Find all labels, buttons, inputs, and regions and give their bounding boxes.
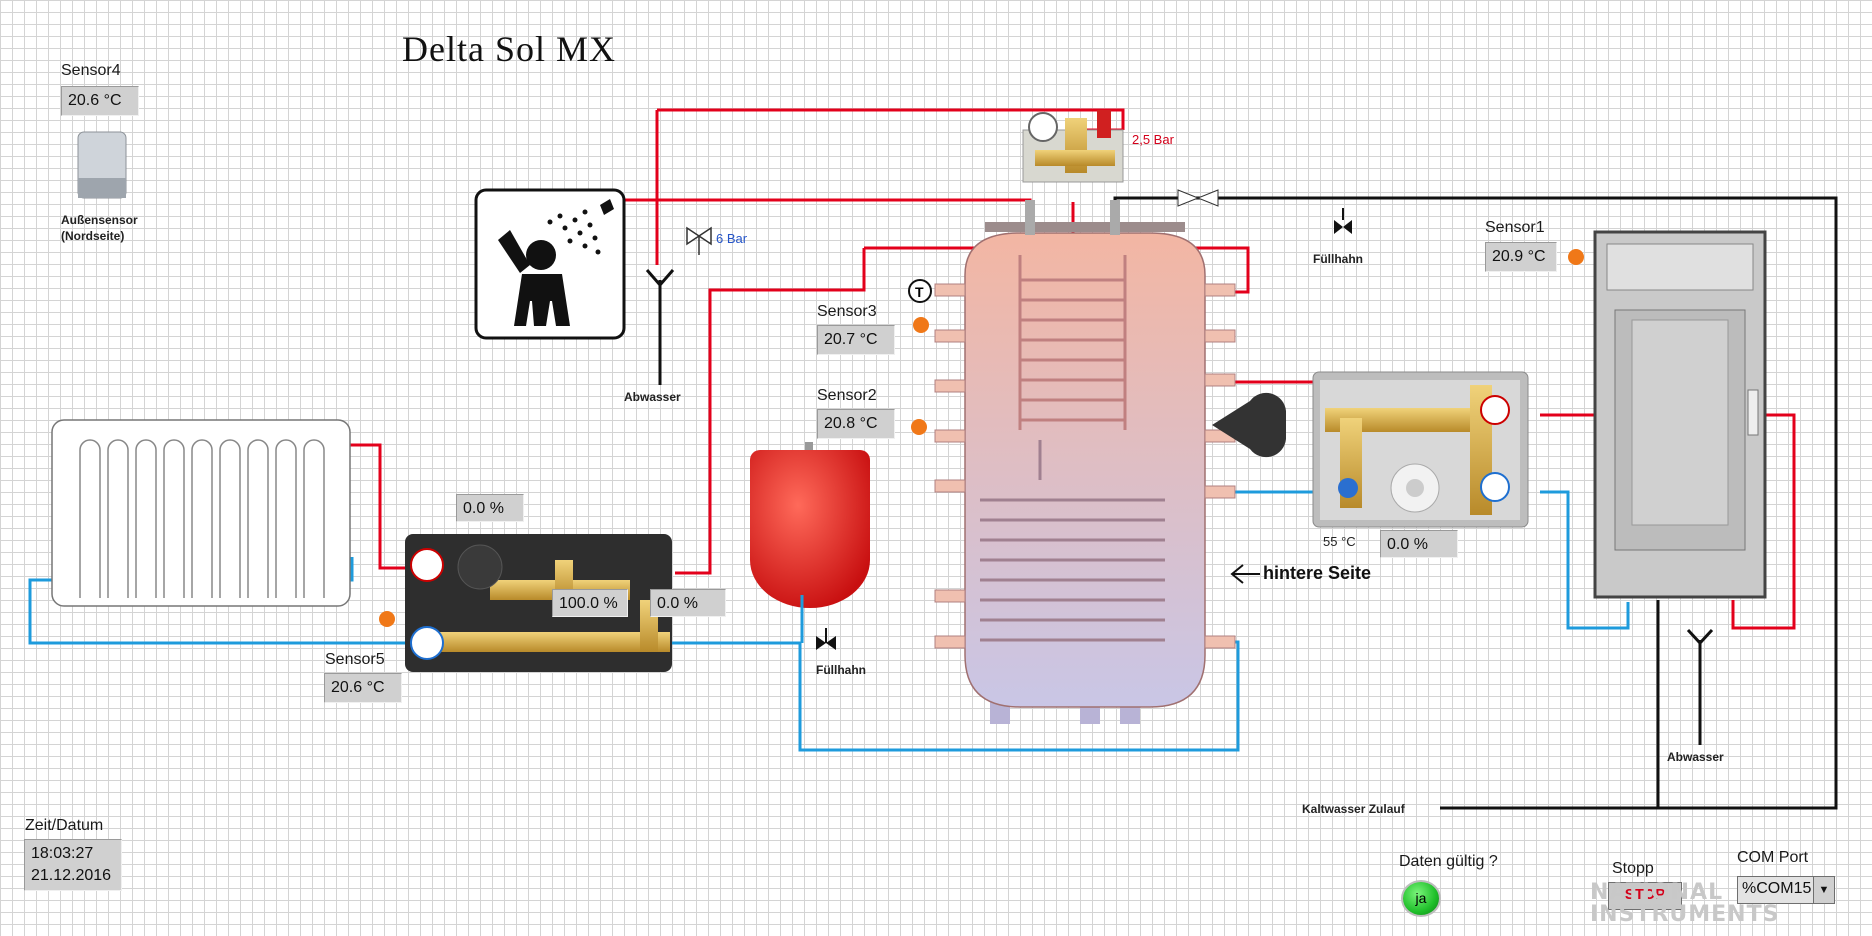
- com-port-value: %COM15: [1742, 880, 1812, 897]
- sensor1-label: Sensor1: [1485, 219, 1545, 236]
- fill-tap-top-label: Füllhahn: [1313, 252, 1363, 266]
- heating-pump-station-icon: [405, 534, 672, 672]
- solar-temp-label: 55 °C: [1323, 534, 1356, 549]
- thermometer-icon: T: [908, 279, 932, 303]
- app-title: Delta Sol MX: [402, 29, 616, 69]
- rear-side-label: hintere Seite: [1263, 563, 1372, 583]
- fill-tap-bottom-icon: [816, 628, 836, 650]
- dhw-vessel-icon: [1212, 392, 1286, 458]
- safety-valve-icon: [686, 226, 712, 255]
- sensor2-value: 20.8 °C: [817, 409, 895, 439]
- solar-pump-value: 0.0 %: [1380, 530, 1458, 558]
- drain-left-label: Abwasser: [624, 390, 681, 404]
- safety-group-icon: [1022, 110, 1124, 183]
- solar-pump-station-icon: [1312, 371, 1529, 528]
- national-instruments-logo: NATIONAL INSTRUMENTS: [1590, 880, 1780, 927]
- pressure-top-label: 2,5 Bar: [1132, 132, 1174, 147]
- sensor2-label: Sensor2: [817, 387, 877, 404]
- time-value: 18:03:27: [31, 845, 94, 862]
- sensor3-value: 20.7 °C: [817, 325, 895, 355]
- heating-pump-top-value: 0.0 %: [456, 494, 524, 522]
- date-value: 21.12.2016: [31, 867, 112, 884]
- expansion-vessel-icon: [750, 442, 870, 643]
- drain-funnel-right-icon: [1686, 628, 1714, 646]
- heating-pump-right-value: 0.0 %: [650, 589, 726, 617]
- com-port-select[interactable]: %COM15 ▼: [1737, 876, 1835, 904]
- sensor1-value: 20.9 °C: [1485, 242, 1557, 272]
- fill-tap-top-icon: [1334, 208, 1352, 234]
- datetime-label: Zeit/Datum: [25, 817, 104, 834]
- stop-label: Stopp: [1612, 860, 1654, 877]
- radiator-icon: [51, 419, 351, 607]
- chevron-down-icon[interactable]: ▼: [1813, 877, 1834, 903]
- sensor4-label: Sensor4: [61, 62, 121, 79]
- check-valve-icon: [1177, 189, 1219, 207]
- sensor5-label: Sensor5: [325, 651, 385, 668]
- cold-water-inlet-label: Kaltwasser Zulauf: [1302, 802, 1405, 816]
- drain-funnel-left-icon: [645, 269, 675, 288]
- arrow-left-icon: [1230, 564, 1260, 584]
- pressure-safety-label: 6 Bar: [716, 231, 748, 246]
- boiler-icon: [1593, 230, 1767, 599]
- drain-right-label: Abwasser: [1667, 750, 1724, 764]
- heating-mixer-value: 100.0 %: [552, 589, 628, 617]
- data-valid-led: ja: [1401, 880, 1441, 917]
- storage-tank-icon: [934, 200, 1236, 724]
- sensor3-label: Sensor3: [817, 303, 877, 320]
- sensor4-value: 20.6 °C: [61, 86, 139, 116]
- fill-tap-bottom-label: Füllhahn: [816, 663, 866, 677]
- outside-sensor-label-1: Außensensor: [61, 213, 138, 227]
- sensor5-value: 20.6 °C: [324, 673, 402, 703]
- svg-text:T: T: [915, 284, 924, 300]
- sensor-probes: [379, 249, 1584, 627]
- stop-button[interactable]: STOP: [1608, 882, 1682, 910]
- data-valid-label: Daten gültig ?: [1399, 853, 1498, 870]
- outside-sensor-icon: [77, 131, 127, 199]
- com-port-label: COM Port: [1737, 849, 1809, 866]
- shower-icon: [474, 188, 626, 340]
- datetime-value: 18:03:27 21.12.2016: [24, 839, 122, 891]
- outside-sensor-label-2: (Nordseite): [61, 229, 125, 243]
